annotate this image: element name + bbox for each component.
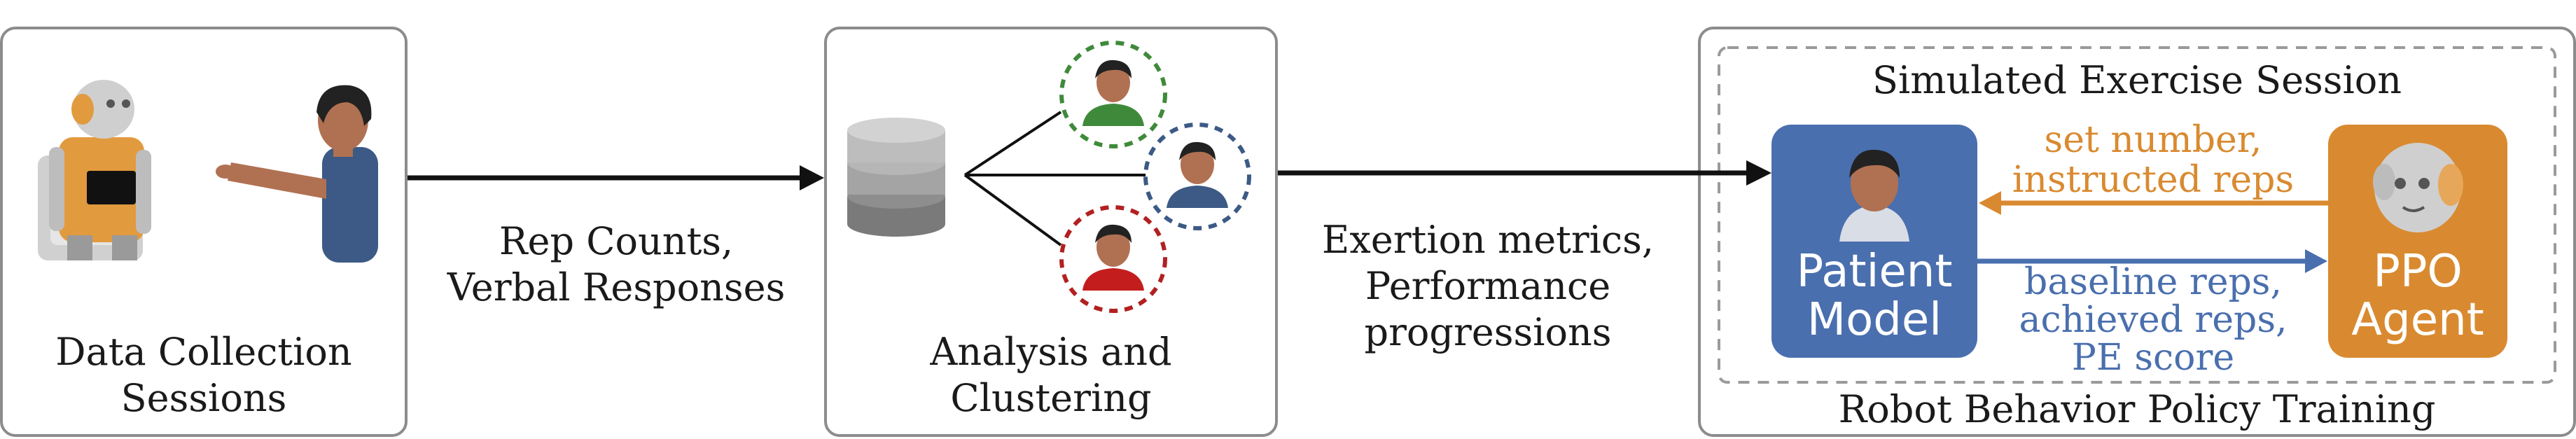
arrow-collection-to-analysis [408,165,824,190]
data-collection-title-line1: Data Collection [55,330,352,374]
analysis-title-line1: Analysis and [930,330,1172,374]
robot-head-icon [2373,143,2463,232]
ppo-agent-label-line2: Agent [2351,294,2484,347]
analysis-title: Analysis and Clustering [824,329,1278,421]
data-collection-title: Data Collection Sessions [0,329,408,421]
ppo-agent-label-line1: PPO [2373,246,2463,298]
arrow1-label: Rep Counts, Verbal Responses [420,218,812,311]
cluster-red-avatar [1059,205,1167,313]
arrow2-label: Exertion metrics, Performance progressio… [1288,217,1687,356]
human-participant-icon [216,85,378,263]
patient-to-agent-line3: PE score [2071,337,2235,379]
patient-to-agent-line1: baseline reps, [2024,261,2282,303]
simulated-session-box [1718,46,2556,384]
patient-model-label-line2: Model [1806,294,1942,347]
agent-to-patient-label: set number, instructed reps [1989,120,2318,200]
patient-model-label: Patient Model [1771,246,1977,347]
arrow-agent-to-patient [1979,191,2328,215]
patient-model-label-line1: Patient [1796,246,1953,298]
cluster-blue-avatar [1143,123,1251,230]
simulated-session-title: Simulated Exercise Session [1872,58,2402,102]
agent-to-patient-line1: set number, [2044,119,2262,161]
agent-to-patient-line2: instructed reps [2012,159,2295,202]
patient-to-agent-line2: achieved reps, [2019,299,2288,342]
arrow-patient-to-agent [1977,249,2327,273]
ppo-agent-label: PPO Agent [2328,246,2507,347]
arrow2-label-line1: Exertion metrics, [1321,218,1655,262]
training-panel-title: Robot Behavior Policy Training [1838,387,2436,431]
data-collection-title-line2: Sessions [120,375,287,420]
arrow2-label-line3: progressions [1364,309,1612,354]
robot-icon [38,80,151,260]
arrow-analysis-to-training [1278,160,1771,186]
patient-avatar-icon [1839,149,1909,242]
analysis-title-line2: Clustering [950,375,1152,420]
arrow1-label-line2: Verbal Responses [447,265,786,309]
arrow2-label-line2: Performance [1365,263,1611,308]
cluster-connectors [963,111,1148,246]
patient-to-agent-label: baseline reps, achieved reps, PE score [1989,263,2318,377]
arrow1-label-line1: Rep Counts, [499,219,734,263]
database-icon [847,118,945,237]
cluster-green-avatar [1059,41,1167,148]
